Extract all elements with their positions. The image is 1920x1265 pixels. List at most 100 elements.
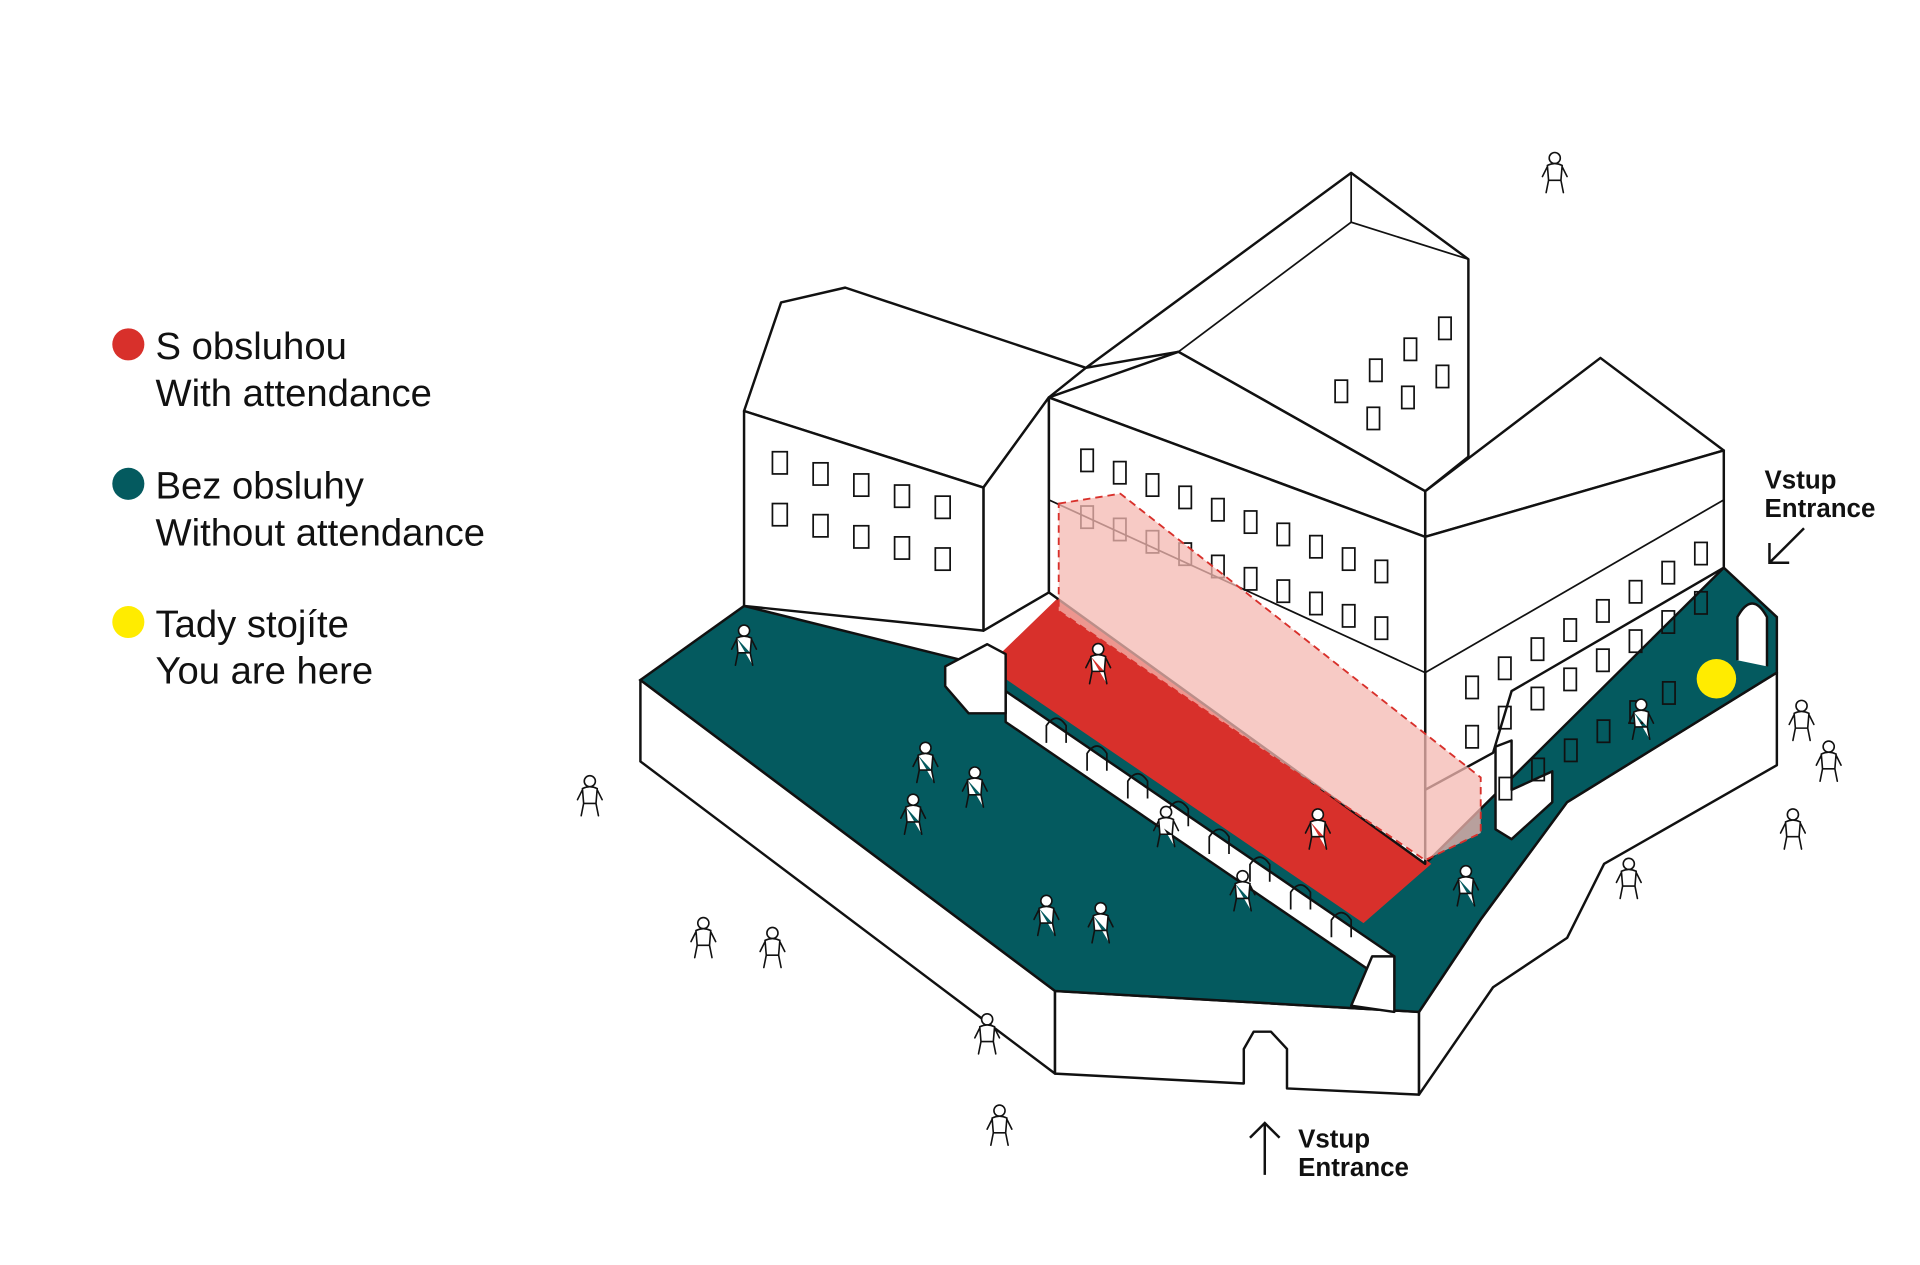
side-door [1736,602,1769,667]
person-icon [730,624,758,667]
window-icon [934,495,951,520]
arch-icon [1126,772,1149,799]
window-icon [1530,637,1545,662]
window-icon [1563,667,1578,692]
window-icon [893,484,911,509]
person-icon [1033,894,1060,937]
window-icon [812,513,829,538]
person-icon [912,741,939,784]
window-icon [1661,680,1676,705]
person-icon [1452,864,1480,907]
legend: S obsluhou With attendance Bez obsluhy W… [112,325,485,693]
window-icon [1693,541,1709,566]
window-icon [1437,316,1452,341]
attended-area [987,592,1432,924]
entrance-label-en: Entrance [1765,495,1876,523]
left-facade [742,409,985,632]
window-icon [771,450,789,475]
window-icon [1400,385,1415,410]
window-icon [853,473,870,498]
window-icon [1661,560,1676,585]
you-are-here-dot-icon [112,605,145,639]
window-icon [1497,705,1512,730]
entrance-label-cs: Vstup [1298,1126,1370,1154]
legend-label-cs: Tady stojíte [155,603,348,646]
window-icon [1112,460,1127,485]
window-icon [1374,559,1389,584]
window-icon [1308,534,1324,559]
legend-item-unattended: Bez obsluhy Without attendance [112,465,485,555]
arrow-down-left-icon [1768,527,1805,565]
window-icon [1435,364,1450,389]
person-icon [1085,642,1112,685]
window-icon [1693,590,1709,615]
person-icon [1087,901,1114,944]
window-icon [771,502,789,527]
arch-icon [1330,911,1353,938]
person-icon [1788,699,1815,742]
legend-label-en: You are here [155,650,373,693]
window-icon [1563,618,1578,643]
entrance-label-cs: Vstup [1765,467,1837,495]
person-icon [1615,857,1642,900]
legend-label-en: Without attendance [155,512,485,555]
window-icon [1403,337,1418,362]
person-icon [690,916,717,959]
window-icon [1341,547,1356,572]
window-icon [1595,648,1610,673]
attended-dot-icon [112,328,145,361]
person-icon [1229,869,1256,912]
arch-icon [1249,856,1271,882]
entrance-right[interactable]: Vstup Entrance [1765,467,1876,565]
arrow-up-icon [1249,1121,1281,1175]
person-icon [1541,151,1568,194]
legend-item-attended: S obsluhou With attendance [112,325,432,415]
window-icon [1243,566,1258,591]
person-icon [986,1104,1013,1147]
attended-floor-highlight [1057,492,1482,862]
window-icon [1595,598,1610,623]
small-stair-block [943,642,1007,715]
site-base [638,566,1779,1096]
window-icon [1661,610,1676,634]
window-icon [1243,510,1258,535]
person-icon [759,926,786,969]
stairs [1349,955,1396,1014]
person-icon [961,766,988,808]
you-are-here-marker [1696,659,1737,699]
legend-label-cs: Bez obsluhy [155,465,364,508]
arch-icon [1045,717,1067,743]
person-icon [1815,740,1842,782]
buildings [742,171,1726,866]
ramp-block [1494,739,1554,841]
window-icon [1465,675,1480,700]
window-icon [1308,591,1324,616]
window-icon [934,547,951,572]
arch-icon [1208,828,1230,854]
person-icon [1779,808,1807,850]
entrance-bottom[interactable]: Vstup Entrance [1249,1121,1409,1182]
entrance-label-en: Entrance [1298,1154,1409,1182]
person-icon [899,793,927,836]
arcade-arches [1045,717,1353,938]
window-icon [1276,522,1291,547]
legend-label-en: With attendance [155,372,431,415]
window-icon [1498,776,1513,801]
window-icon [1497,656,1512,681]
window-icon [1341,603,1356,628]
window-icon [853,524,870,549]
window-icon [1210,497,1225,522]
window-icon [1178,485,1193,510]
person-icon [1152,805,1180,848]
window-icon [1465,724,1480,749]
window-icon [1374,616,1389,641]
person-icon [1304,808,1331,850]
window-icon [1334,379,1349,404]
window-icon [1366,406,1381,431]
window-icon [1368,358,1383,383]
unattended-dot-icon [112,467,145,500]
arch-icon [1289,883,1312,910]
window-icon [1276,579,1291,604]
window-icon [1080,448,1095,473]
